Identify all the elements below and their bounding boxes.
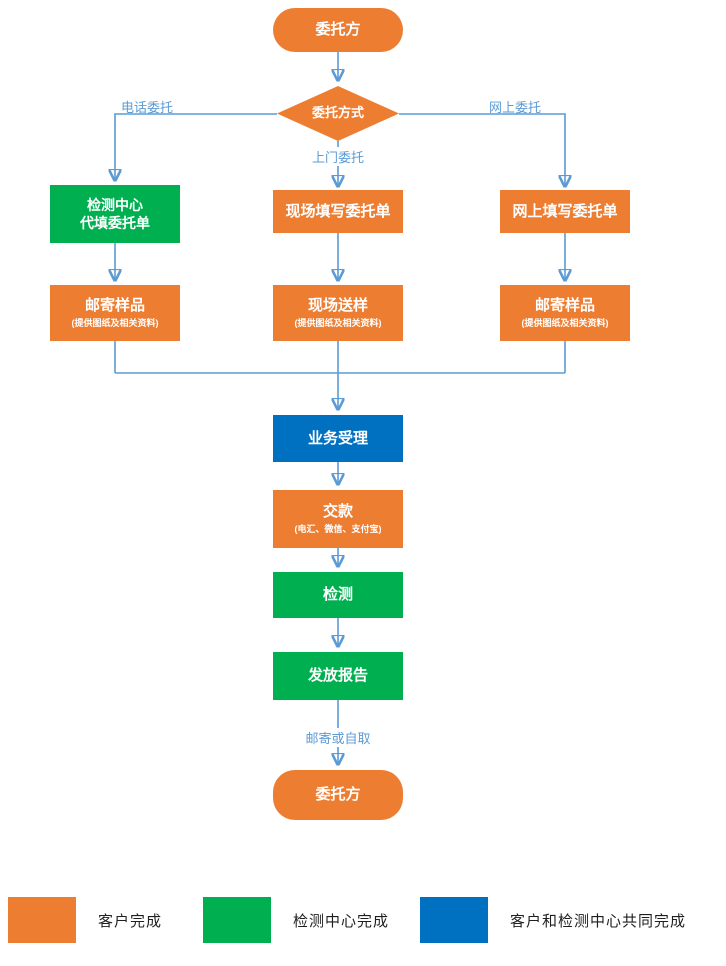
online-step1-node: 网上填写委托单 — [500, 190, 630, 233]
decision-node-label: 委托方式 — [311, 105, 364, 121]
legend-swatch-joint — [420, 897, 488, 943]
phone-step1-node: 检测中心 代填委托单 — [50, 185, 180, 243]
onsite-step2-node: 现场送样 (提供图纸及相关资料) — [273, 285, 403, 341]
start-node-label: 委托方 — [315, 21, 361, 39]
connectors — [115, 52, 565, 764]
phone-step2-subtitle: (提供图纸及相关资料) — [71, 318, 159, 329]
phone-step2-node: 邮寄样品 (提供图纸及相关资料) — [50, 285, 180, 341]
online-step2-subtitle: (提供图纸及相关资料) — [521, 318, 609, 329]
connector-decision-phone — [115, 113, 277, 180]
payment-node-title: 交款 — [322, 502, 353, 520]
connector-decision-online — [399, 113, 565, 186]
delivery-label: 邮寄或自取 — [302, 728, 374, 747]
payment-node-subtitle: (电汇、微信、支付宝) — [294, 524, 382, 535]
end-node-label: 委托方 — [315, 786, 361, 804]
legend-swatch-customer — [8, 897, 76, 943]
onsite-step1-label: 现场填写委托单 — [285, 202, 391, 220]
legend-label-center: 检测中心完成 — [293, 912, 390, 930]
onsite-step2-subtitle: (提供图纸及相关资料) — [294, 318, 382, 329]
testing-node-label: 检测 — [322, 586, 353, 604]
online-step1-label: 网上填写委托单 — [512, 202, 618, 220]
legend-item-joint: 客户和检测中心共同完成 — [420, 897, 686, 943]
branch-label-onsite: 上门委托 — [308, 147, 368, 166]
phone-step2-title: 邮寄样品 — [84, 296, 145, 314]
start-node: 委托方 — [273, 8, 403, 52]
end-node: 委托方 — [273, 770, 403, 820]
report-node-label: 发放报告 — [307, 667, 368, 685]
phone-step1-line1: 检测中心 — [87, 196, 143, 213]
legend-swatch-center — [203, 897, 271, 943]
onsite-step1-node: 现场填写委托单 — [273, 190, 403, 233]
legend-label-customer: 客户完成 — [98, 912, 163, 930]
legend-item-center: 检测中心完成 — [203, 897, 389, 943]
branch-label-online: 网上委托 — [489, 100, 542, 115]
online-step2-title: 邮寄样品 — [534, 296, 595, 314]
legend-item-customer: 客户完成 — [8, 897, 162, 943]
onsite-step2-title: 现场送样 — [307, 296, 368, 314]
phone-step1-line2: 代填委托单 — [80, 215, 150, 231]
report-node: 发放报告 — [273, 652, 403, 700]
payment-node: 交款 (电汇、微信、支付宝) — [273, 490, 403, 548]
accept-node: 业务受理 — [273, 415, 403, 462]
legend-label-joint: 客户和检测中心共同完成 — [510, 912, 687, 930]
branch-label-phone: 电话委托 — [121, 100, 174, 115]
accept-node-label: 业务受理 — [307, 429, 368, 447]
testing-node: 检测 — [273, 572, 403, 618]
online-step2-node: 邮寄样品 (提供图纸及相关资料) — [500, 285, 630, 341]
